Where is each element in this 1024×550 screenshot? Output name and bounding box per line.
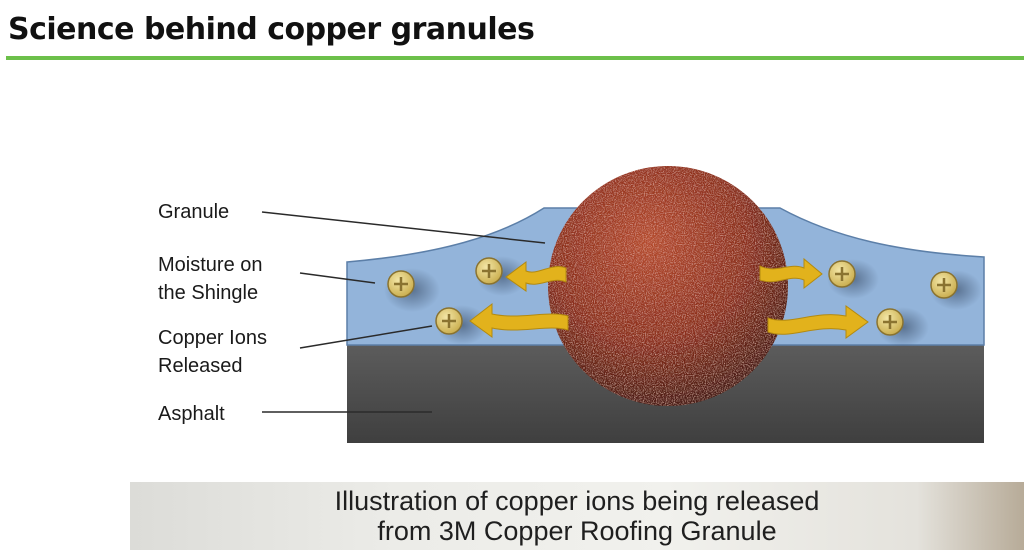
label-moisture-line1: Moisture on [158, 254, 263, 276]
leader-lines [261, 211, 546, 413]
copper-ion [876, 308, 904, 336]
copper-ion [828, 260, 856, 288]
label-copper-ions: Copper Ions Released [158, 324, 267, 380]
granule-sphere [548, 166, 788, 406]
copper-ion [387, 270, 415, 298]
leader-moisture [299, 272, 376, 284]
label-moisture-line2: the Shingle [158, 282, 259, 304]
caption-band: Illustration of copper ions being releas… [130, 482, 1024, 550]
page-title: Science behind copper granules [8, 12, 535, 47]
copper-ion [435, 307, 463, 335]
label-moisture: Moisture on the Shingle [158, 251, 263, 307]
leader-ions [299, 325, 433, 349]
copper-ion [475, 257, 503, 285]
copper-ion [930, 271, 958, 299]
title-underline [6, 56, 1024, 60]
arrow-upper-right [759, 257, 823, 290]
release-arrows [469, 257, 869, 339]
leader-granule [261, 211, 546, 244]
label-ions-line2: Released [158, 355, 243, 377]
caption-line1: Illustration of copper ions being releas… [334, 486, 820, 516]
label-asphalt: Asphalt [158, 403, 225, 425]
arrow-lower-left [469, 302, 569, 338]
arrow-upper-left [505, 261, 567, 292]
caption-line2: from 3M Copper Roofing Granule [377, 516, 777, 546]
copper-ions [387, 257, 958, 336]
arrow-lower-right [767, 305, 869, 339]
label-ions-line1: Copper Ions [158, 327, 267, 349]
label-granule: Granule [158, 201, 230, 223]
